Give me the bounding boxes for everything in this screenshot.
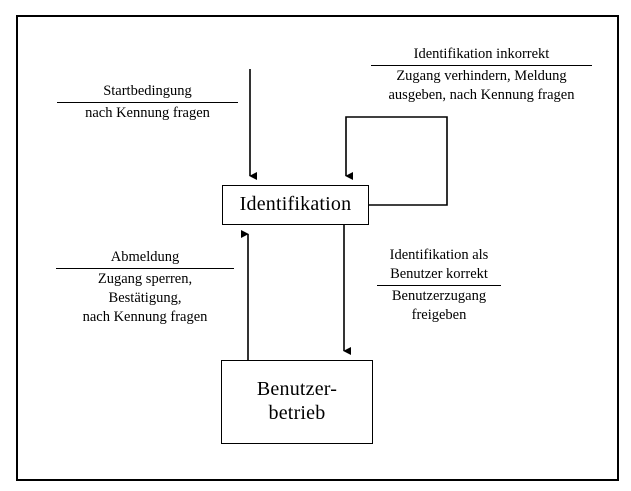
transition-label-identifikation-inkorrekt: Identifikation inkorrekt Zugang verhinde… — [371, 45, 592, 105]
transition-action-identifikation-korrekt: Benutzerzugang freigeben — [391, 287, 487, 323]
transition-action-abmeldung: Zugang sperren, Bestätigung, nach Kennun… — [82, 270, 208, 325]
state-label-benutzerbetrieb: Benutzer- betrieb — [256, 378, 338, 424]
transition-action-startbedingung: nach Kennung fragen — [85, 104, 210, 121]
transition-condition-identifikation-korrekt: Identifikation als Benutzer korrekt — [377, 246, 501, 286]
state-label-identifikation: Identifikation — [239, 193, 352, 216]
diagram-frame-border — [16, 15, 619, 481]
state-box-identifikation[interactable]: Identifikation — [222, 185, 369, 225]
transition-label-abmeldung: Abmeldung Zugang sperren, Bestätigung, n… — [56, 248, 234, 326]
transition-condition-startbedingung: Startbedingung — [57, 82, 238, 103]
transition-condition-abmeldung: Abmeldung — [56, 248, 234, 269]
transition-label-identifikation-korrekt: Identifikation als Benutzer korrekt Benu… — [377, 246, 501, 324]
transition-condition-identifikation-inkorrekt: Identifikation inkorrekt — [371, 45, 592, 66]
state-box-benutzerbetrieb[interactable]: Benutzer- betrieb — [221, 360, 373, 444]
transition-label-startbedingung: Startbedingung nach Kennung fragen — [57, 82, 238, 123]
transition-action-identifikation-inkorrekt: Zugang verhindern, Meldung ausgeben, nac… — [388, 67, 575, 103]
